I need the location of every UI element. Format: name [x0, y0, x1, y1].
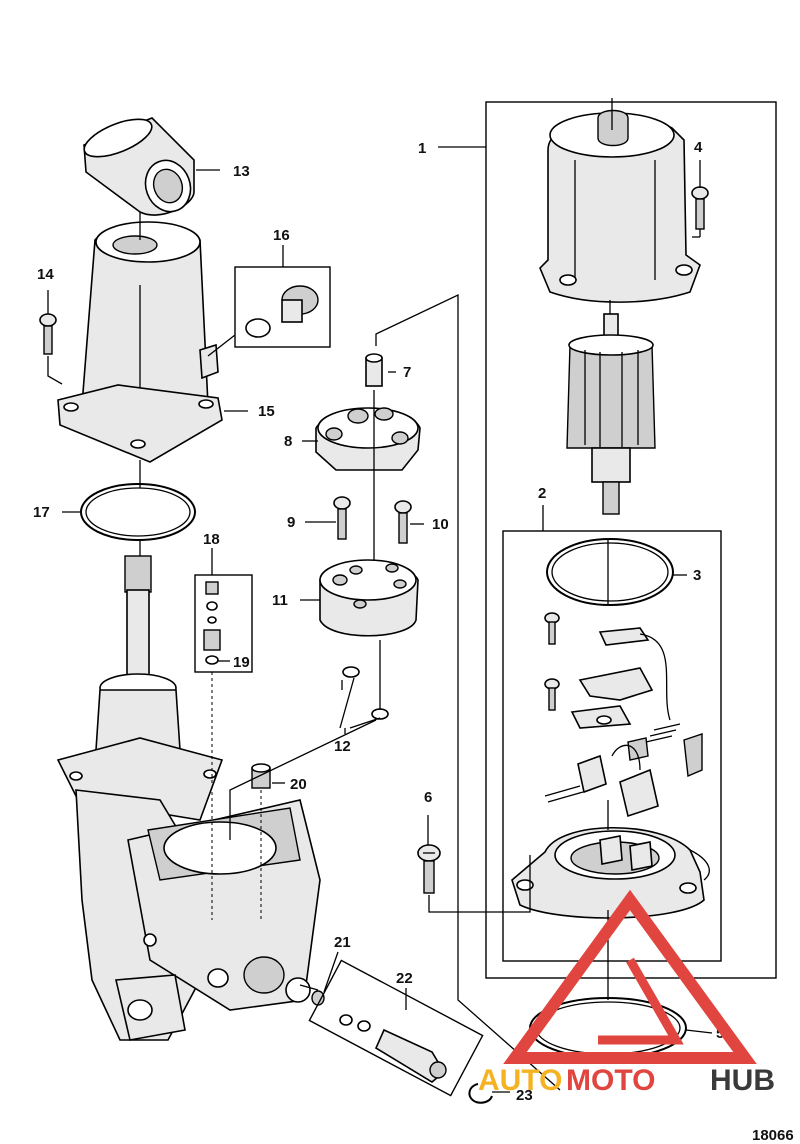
- leader-lines: [47, 98, 713, 1093]
- check-valve-7: [365, 353, 383, 387]
- callout-11: 11: [272, 592, 288, 609]
- screw-14: [39, 313, 57, 355]
- watermark-auto: AUTO: [478, 1064, 562, 1097]
- callout-7: 7: [403, 364, 411, 381]
- callout-2: 2: [538, 485, 546, 502]
- callout-15: 15: [258, 403, 275, 420]
- valve-box: [194, 574, 253, 673]
- motor-assembly-box: [485, 101, 777, 979]
- gear-housing-11: [319, 559, 419, 637]
- callout-14: 14: [37, 266, 54, 283]
- reservoir-15: [57, 221, 223, 463]
- callout-10: 10: [432, 516, 449, 533]
- callout-4: 4: [694, 139, 703, 156]
- callout-9: 9: [287, 514, 295, 531]
- callout-3: 3: [693, 567, 701, 584]
- figure-code: 18066: [752, 1127, 794, 1144]
- valve-22: [339, 1014, 447, 1083]
- screw-10: [394, 500, 412, 544]
- screw-9: [333, 496, 351, 540]
- callout-labels: 1 2 3 4 5 6 7 8 9 10 11 12 13 14 15 16 1…: [33, 139, 724, 1104]
- valve-parts-18-19: [203, 581, 221, 665]
- end-cap-assembly-box: [502, 530, 722, 962]
- callout-22: 22: [396, 970, 413, 987]
- callout-23: 23: [516, 1087, 533, 1104]
- callout-12: 12: [334, 738, 351, 755]
- pump-plate-8: [315, 407, 421, 471]
- retaining-ring-23: [468, 1083, 493, 1104]
- cap-13: [83, 117, 195, 216]
- brush-plate-parts: [544, 612, 703, 818]
- callout-18: 18: [203, 531, 220, 548]
- watermark-triangle: [503, 889, 757, 1064]
- callout-19: 19: [233, 654, 250, 671]
- o-rings-12: [342, 666, 389, 720]
- callout-16: 16: [273, 227, 290, 244]
- o-ring-17: [80, 483, 196, 541]
- valve-box-22: [308, 959, 484, 1097]
- armature: [566, 313, 656, 515]
- fill-plug-16: [245, 285, 319, 338]
- watermark-moto: MOTO: [566, 1064, 655, 1097]
- screw-4: [691, 186, 709, 230]
- screw-6: [417, 844, 441, 894]
- callout-6: 6: [424, 789, 432, 806]
- motor-housing: [539, 109, 701, 303]
- plug-20: [251, 763, 271, 789]
- callout-8: 8: [284, 433, 292, 450]
- o-ring-3: [546, 538, 674, 606]
- watermark-logo: AUTO MOTO HUB: [478, 889, 775, 1097]
- end-cap: [511, 826, 710, 919]
- callout-20: 20: [290, 776, 307, 793]
- callout-13: 13: [233, 163, 250, 180]
- pump-body: [56, 555, 321, 1041]
- watermark-hub: HUB: [710, 1064, 775, 1097]
- callout-1: 1: [418, 140, 426, 157]
- callout-17: 17: [33, 504, 50, 521]
- callout-21: 21: [334, 934, 351, 951]
